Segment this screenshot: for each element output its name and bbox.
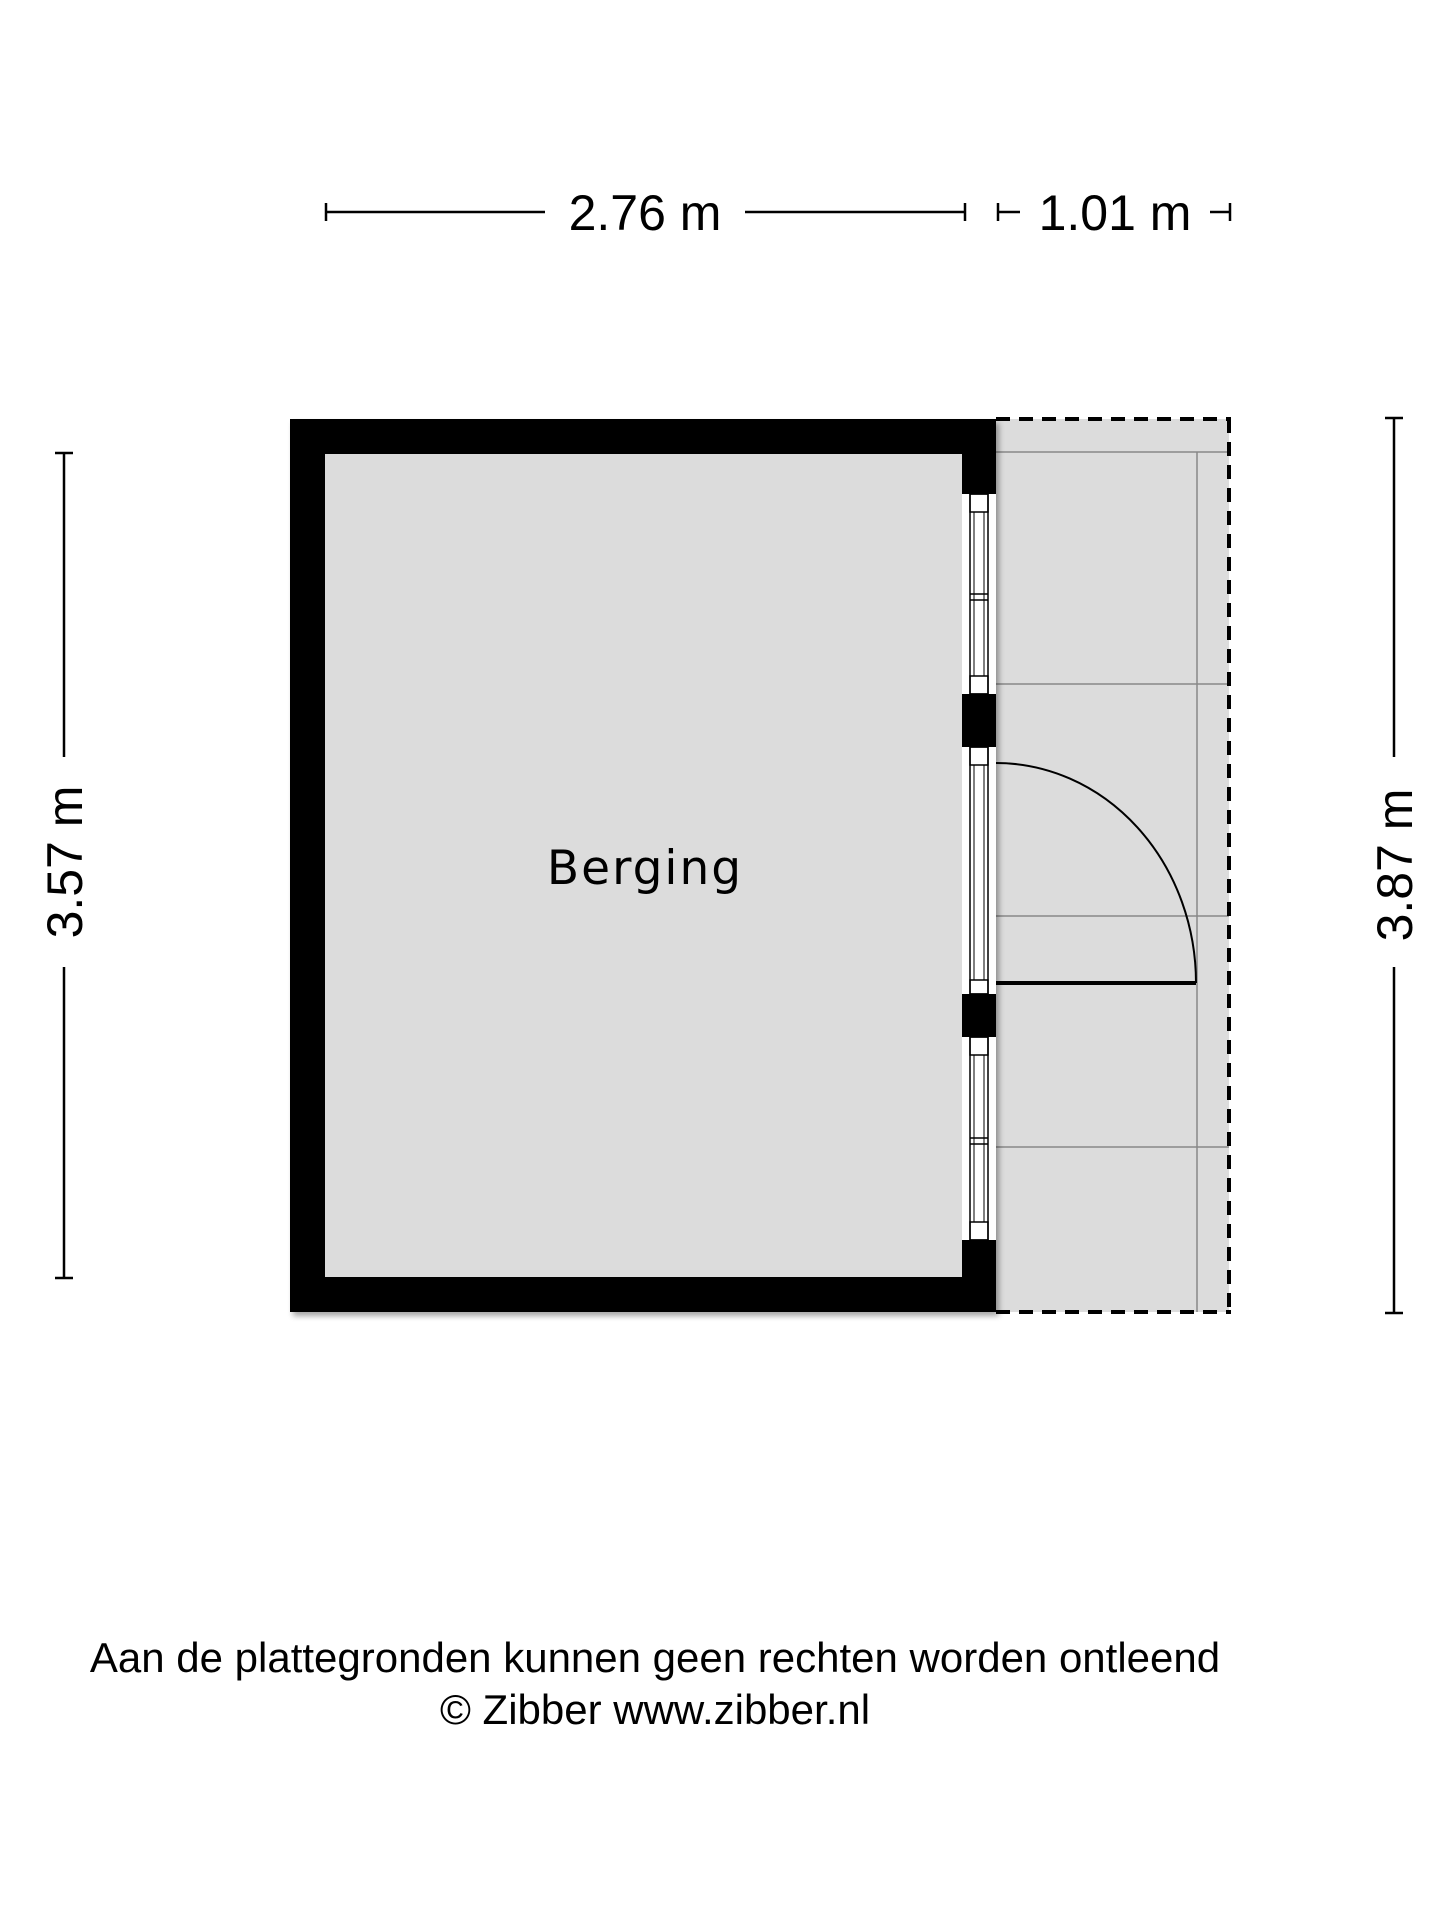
window-upper xyxy=(969,493,989,695)
terrace-area xyxy=(996,417,1231,1314)
room-floor xyxy=(325,454,962,1277)
footer: Aan de plattegronden kunnen geen rechten… xyxy=(0,1632,1310,1736)
dimension-top-main: 2.76 m xyxy=(324,185,967,241)
door-glazed xyxy=(969,746,989,995)
room-walls xyxy=(290,419,999,1316)
dimension-top-main-label: 2.76 m xyxy=(569,185,722,241)
dimension-top-side: 1.01 m xyxy=(996,185,1232,241)
dimension-right-label: 3.87 m xyxy=(1367,789,1423,942)
dimension-left: 3.57 m xyxy=(37,451,93,1280)
dimension-right: 3.87 m xyxy=(1367,416,1423,1315)
right-wall-openings xyxy=(962,494,996,1240)
window-lower xyxy=(969,1036,989,1241)
dimension-left-label: 3.57 m xyxy=(37,786,93,939)
room-label: Berging xyxy=(547,841,743,896)
door-swing xyxy=(995,762,1197,985)
dimension-top-side-label: 1.01 m xyxy=(1039,185,1192,241)
footer-copyright: © Zibber www.zibber.nl xyxy=(439,1686,871,1733)
footer-disclaimer: Aan de plattegronden kunnen geen rechten… xyxy=(89,1634,1221,1681)
